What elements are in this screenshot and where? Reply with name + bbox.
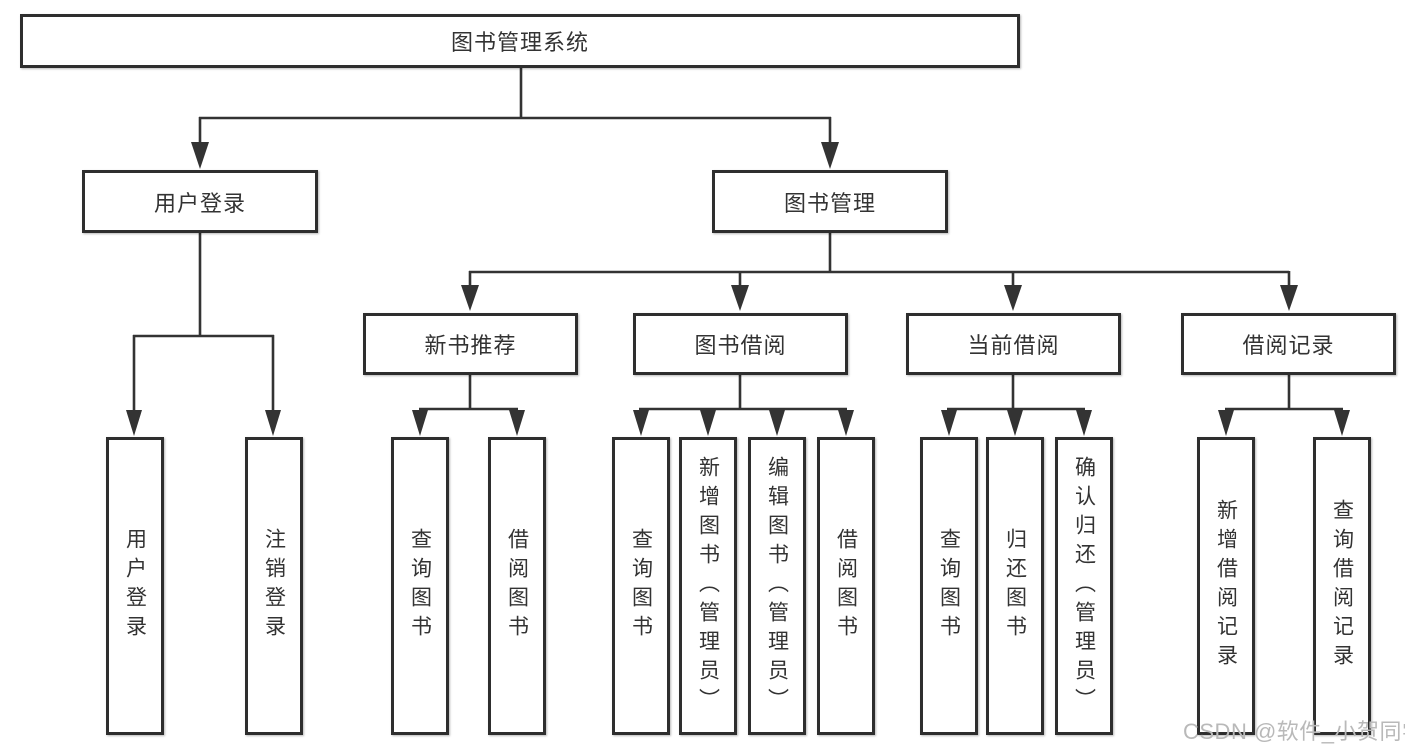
node-book-management: 图书管理	[712, 170, 948, 233]
leaf-edit-books-admin: 编辑图书（管理员）	[748, 437, 806, 735]
arrowheads-user-login-children	[126, 410, 281, 436]
node-book-borrowing: 图书借阅	[633, 313, 848, 375]
leaf-label: 新增借阅记录	[1214, 499, 1238, 673]
arrowheads-level3	[461, 285, 1298, 311]
leaf-logout: 注销登录	[245, 437, 303, 735]
leaf-label: 查询图书	[937, 528, 961, 644]
leaf-label: 确认归还（管理员）	[1072, 455, 1096, 717]
leaf-borrow-books: 借阅图书	[817, 437, 875, 735]
leaf-label: 查询借阅记录	[1330, 499, 1354, 673]
csdn-watermark: CSDN @软件_小贺同学	[1183, 719, 1405, 744]
leaf-label: 用户登录	[123, 528, 147, 644]
connector-section-children	[419, 375, 1343, 411]
node-library-management-system: 图书管理系统	[20, 14, 1020, 68]
leaf-label: 编辑图书（管理员）	[765, 455, 789, 717]
leaf-query-books-borrow: 查询图书	[612, 437, 670, 735]
leaf-query-books-recommend: 查询图书	[391, 437, 449, 735]
node-current-borrowing: 当前借阅	[906, 313, 1121, 375]
leaf-add-borrow-record: 新增借阅记录	[1197, 437, 1255, 735]
arrowheads-leaves	[412, 410, 1350, 436]
leaf-label: 借阅图书	[505, 528, 529, 644]
leaf-user-login: 用户登录	[106, 437, 164, 735]
leaf-label: 查询图书	[408, 528, 432, 644]
leaf-label: 新增图书（管理员）	[696, 455, 720, 717]
leaf-confirm-return-admin: 确认归还（管理员）	[1055, 437, 1113, 735]
node-borrowing-records: 借阅记录	[1181, 313, 1396, 375]
connector-root-to-level2	[198, 68, 832, 144]
leaf-add-books-admin: 新增图书（管理员）	[679, 437, 737, 735]
connector-user-login-children	[132, 233, 275, 412]
leaf-label: 借阅图书	[834, 528, 858, 644]
leaf-query-books-current: 查询图书	[920, 437, 978, 735]
leaf-label: 注销登录	[262, 528, 286, 644]
leaf-query-borrow-record: 查询借阅记录	[1313, 437, 1371, 735]
leaf-label: 查询图书	[629, 528, 653, 644]
node-user-login: 用户登录	[82, 170, 318, 233]
leaf-return-books: 归还图书	[986, 437, 1044, 735]
node-new-book-recommendation: 新书推荐	[363, 313, 578, 375]
leaf-borrow-books-recommend: 借阅图书	[488, 437, 546, 735]
leaf-label: 归还图书	[1003, 528, 1027, 644]
connector-book-management-sections	[468, 233, 1291, 287]
arrowheads-level2	[191, 142, 839, 169]
